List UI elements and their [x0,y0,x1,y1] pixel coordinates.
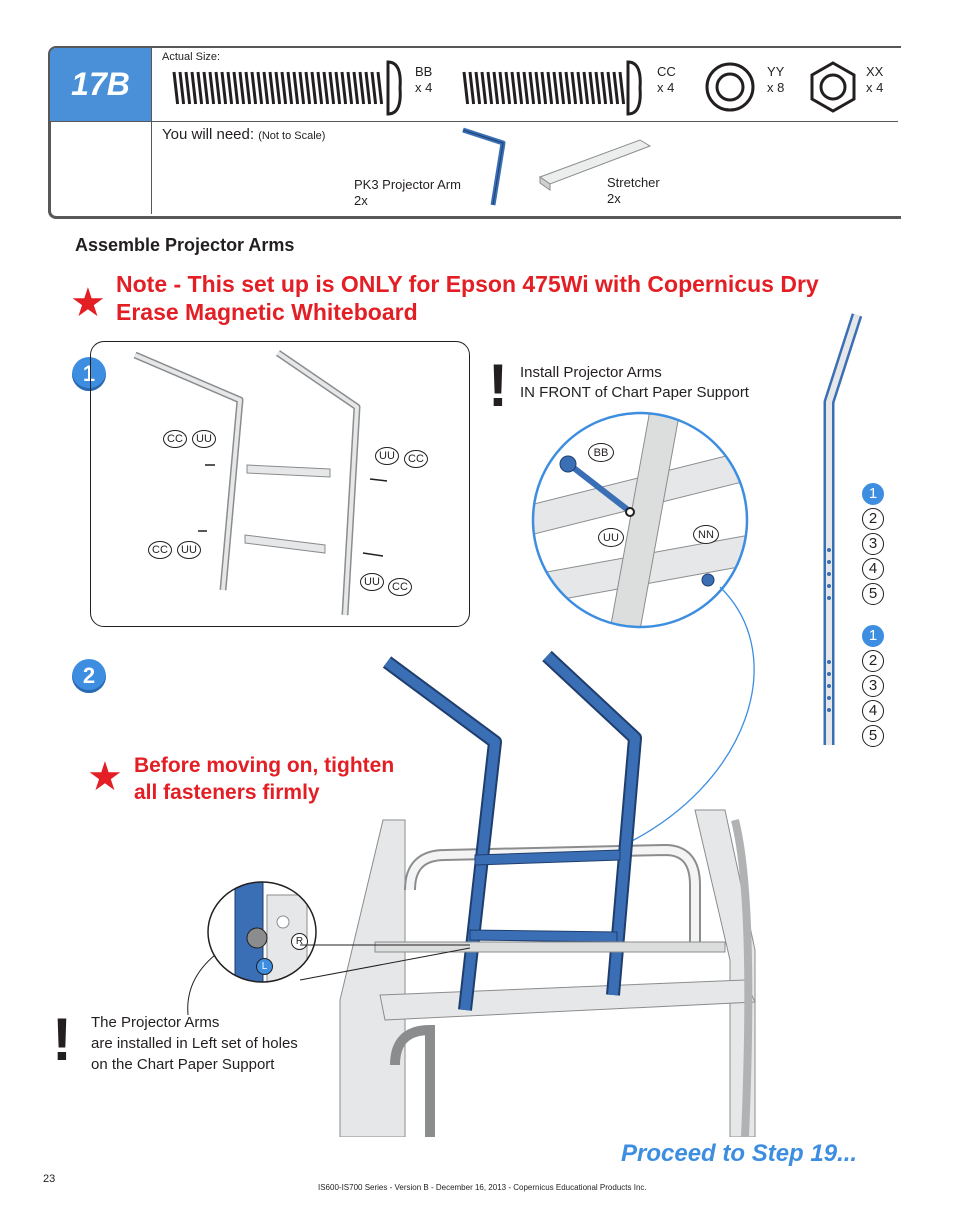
hole-number: 1 [862,625,884,647]
need-stretcher: Stretcher 2x [607,175,660,207]
step-2-badge: 2 [72,659,106,693]
hole-number: 5 [862,583,884,605]
hole-number: 5 [862,725,884,747]
tag-uu: UU [375,447,399,465]
header-divider-vertical [151,48,152,214]
detail-tag-nn: NN [693,525,719,544]
part-cc-code: CC [657,64,676,79]
install-note-line1: Install Projector Arms [520,364,662,381]
you-will-need: You will need: (Not to Scale) [162,126,325,143]
hole-number: 3 [862,675,884,697]
hole-number: 4 [862,558,884,580]
part-yy-qty: x 8 [767,80,785,95]
bb-screw-icon [172,60,402,116]
zoom-leader-lines [187,944,471,1016]
warning-exclamation-icon: ! [52,1006,72,1073]
projector-arm-qty: 2x [354,193,368,208]
zoom-tag-r: R [291,933,308,950]
part-cc-qty: x 4 [657,80,675,95]
warning-exclamation-icon: ! [488,352,508,419]
tag-uu: UU [177,541,201,559]
zoom-tag-l: L [256,958,273,975]
header-divider-horizontal [51,121,898,122]
hole-number: 1 [862,483,884,505]
parts-header-box [48,46,901,219]
tag-cc: CC [404,450,428,468]
detail-tag-bb: BB [588,443,614,462]
yy-washer-icon [705,62,755,112]
holes-note-line1: The Projector Arms [91,1014,220,1031]
projector-arm-name: PK3 Projector Arm [354,177,461,192]
tag-cc: CC [388,578,412,596]
detail-zoom-circle [531,411,749,629]
part-bb-qty: x 4 [415,80,433,95]
you-will-need-label: You will need: [162,126,255,143]
hole-number: 4 [862,700,884,722]
page-number: 23 [43,1173,56,1185]
tighten-note: Before moving on, tighten all fasteners … [134,752,394,806]
not-to-scale-label: (Not to Scale) [258,130,326,142]
tighten-note-line2: all fasteners firmly [134,781,320,804]
hole-set-lower: 1 2 3 4 5 [862,625,884,750]
hole-number: 2 [862,508,884,530]
need-projector-arm: PK3 Projector Arm 2x [354,177,461,209]
install-note-line2: IN FRONT of Chart Paper Support [520,384,749,401]
part-xx-qty: x 4 [866,80,884,95]
hole-number: 2 [862,650,884,672]
detail-tag-uu: UU [598,528,624,547]
red-star-icon: ★ [87,755,123,799]
part-cc: CC x 4 [657,64,676,96]
tag-uu: UU [192,430,216,448]
install-note: Install Projector Arms IN FRONT of Chart… [520,363,749,403]
part-xx: XX x 4 [866,64,883,96]
step-badge: 17B [50,48,151,121]
holes-note: The Projector Arms are installed in Left… [91,1012,298,1075]
tag-uu: UU [360,573,384,591]
step-1-box [90,341,470,627]
cc-screw-icon [462,60,642,116]
tag-cc: CC [148,541,172,559]
epson-note-line2: Erase Magnetic Whiteboard [116,299,418,325]
footer-doc-info: IS600-IS700 Series - Version B - Decembe… [318,1183,647,1192]
hole-number: 3 [862,533,884,555]
chart-paper-support-diagram [823,313,863,745]
step-1-badge: 1 [72,357,106,391]
epson-note: Note - This set up is ONLY for Epson 475… [116,270,819,326]
stretcher-qty: 2x [607,191,621,206]
stretcher-name: Stretcher [607,175,660,190]
part-yy-code: YY [767,64,785,79]
step-1-diagram [133,350,388,616]
holes-note-line3: on the Chart Paper Support [91,1056,275,1073]
section-title: Assemble Projector Arms [75,235,295,255]
stretcher-icon [538,139,652,191]
part-bb-code: BB [415,64,433,79]
step-2-assembly-diagram [339,650,756,1137]
red-star-icon: ★ [70,281,106,325]
epson-note-line1: Note - This set up is ONLY for Epson 475… [116,271,819,297]
xx-nut-icon [810,61,856,113]
projector-arm-icon [462,127,506,206]
holes-note-line2: are installed in Left set of holes [91,1035,298,1052]
part-yy: YY x 8 [767,64,784,96]
part-xx-code: XX [866,64,884,79]
proceed-to-step: Proceed to Step 19... [621,1140,858,1167]
tag-cc: CC [163,430,187,448]
tighten-note-line1: Before moving on, tighten [134,754,395,777]
part-bb: BB x 4 [415,64,432,96]
hole-set-upper: 1 2 3 4 5 [862,483,884,608]
actual-size-label: Actual Size: [162,51,221,63]
